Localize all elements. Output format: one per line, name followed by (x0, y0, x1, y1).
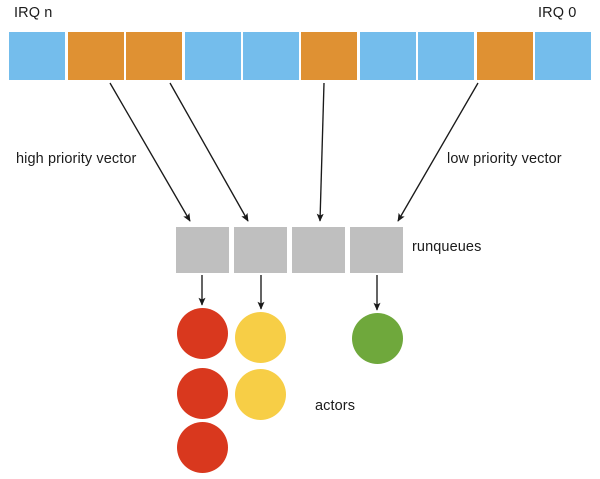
actors-label: actors (315, 398, 356, 414)
irq-0-label: IRQ 0 (538, 5, 577, 21)
irq-vector-cell-4[interactable] (243, 32, 299, 80)
high-priority-vector-label: high priority vector (16, 151, 137, 167)
irq-vector-cell-0[interactable] (9, 32, 65, 80)
irq-vector-cell-9[interactable] (535, 32, 591, 80)
low-priority-vector-label: low priority vector (447, 151, 562, 167)
irq-vector-cell-3[interactable] (185, 32, 241, 80)
runqueue-cell-3[interactable] (350, 227, 403, 273)
actor-circle-red-0[interactable] (177, 308, 228, 359)
runqueue-cell-1[interactable] (234, 227, 287, 273)
irq-vector-cell-6[interactable] (360, 32, 416, 80)
actor-circle-red-1[interactable] (177, 368, 228, 419)
irq-vector-cell-2[interactable] (126, 32, 182, 80)
arrow-irq5-to-runqueue2 (316, 82, 325, 222)
runqueues-label: runqueues (412, 239, 482, 255)
actor-circle-yellow-1[interactable] (235, 369, 286, 420)
irq-vector-cell-7[interactable] (418, 32, 474, 80)
runqueue-cell-0[interactable] (176, 227, 229, 273)
arrow-irq2-to-runqueue1 (169, 82, 249, 222)
actor-circle-yellow-0[interactable] (235, 312, 286, 363)
irq-vector-cell-5[interactable] (301, 32, 357, 80)
irq-vector-cell-8[interactable] (477, 32, 533, 80)
actor-circle-red-2[interactable] (177, 422, 228, 473)
runqueue-cell-2[interactable] (292, 227, 345, 273)
irq-n-label: IRQ n (14, 5, 53, 21)
irq-vector-cell-1[interactable] (68, 32, 124, 80)
actor-circle-green-0[interactable] (352, 313, 403, 364)
